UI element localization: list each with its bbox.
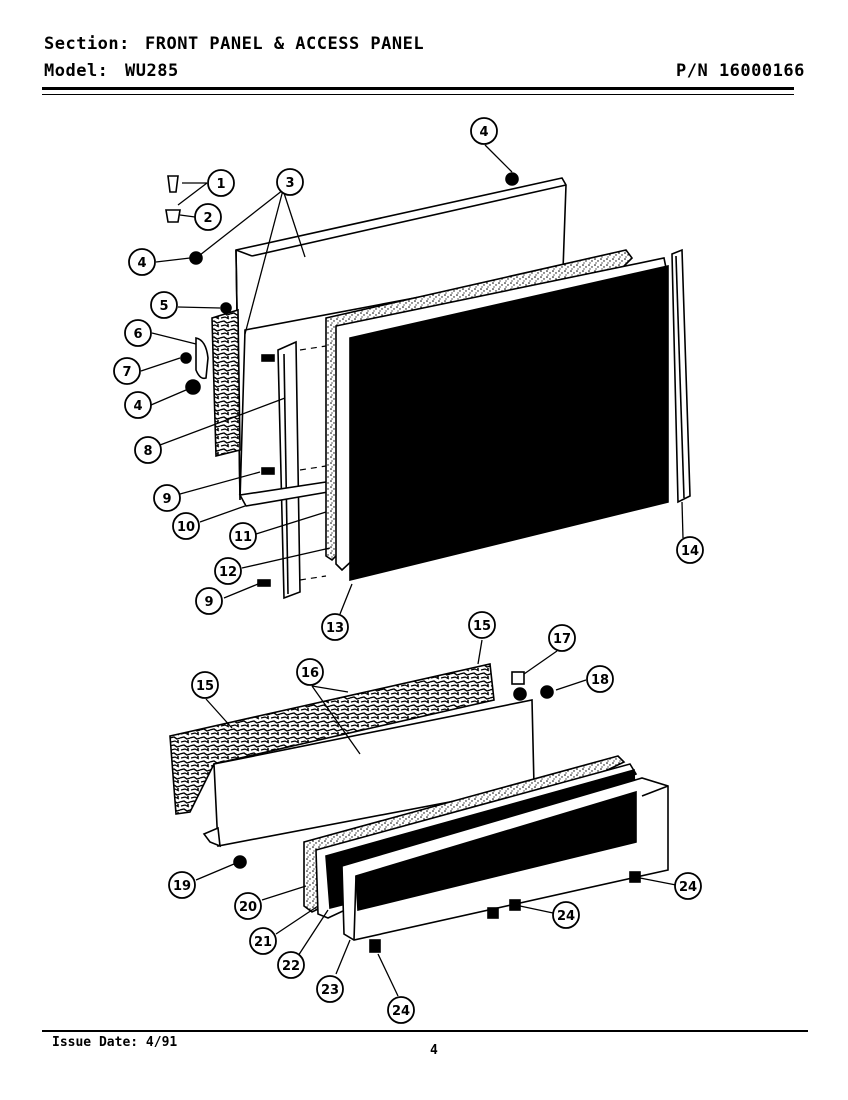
footer-rule xyxy=(42,1030,808,1032)
callout-4-left: 4 xyxy=(137,256,146,271)
callout-15-left: 15 xyxy=(196,679,214,694)
screws xyxy=(180,172,519,587)
side-insulation xyxy=(211,308,241,458)
callout-19: 19 xyxy=(173,879,191,894)
callout-2: 2 xyxy=(203,211,212,226)
issue-date: Issue Date: 4/91 xyxy=(52,1035,178,1050)
callout-4-lower: 4 xyxy=(133,399,142,414)
callout-16: 16 xyxy=(301,666,319,681)
access-screws xyxy=(233,685,641,953)
screw-1 xyxy=(167,175,179,193)
callout-24-right: 24 xyxy=(679,880,697,895)
callout-8: 8 xyxy=(143,444,152,459)
header-rule-thin xyxy=(42,94,794,95)
callout-15-right: 15 xyxy=(473,619,491,634)
callout-3: 3 xyxy=(285,176,294,191)
nut-2 xyxy=(165,209,181,223)
section-label: Section: xyxy=(44,34,130,54)
callout-18: 18 xyxy=(591,673,609,688)
model-label: Model: xyxy=(44,61,109,81)
callout-21: 21 xyxy=(254,935,272,950)
vertical-trim-strip xyxy=(277,340,301,600)
part-number: P/N 16000166 xyxy=(676,61,805,81)
callout-22: 22 xyxy=(282,959,300,974)
callout-24-middle: 24 xyxy=(557,909,575,924)
section-title: FRONT PANEL & ACCESS PANEL xyxy=(145,34,425,54)
callout-23: 23 xyxy=(321,983,339,998)
callout-9-upper: 9 xyxy=(162,492,171,507)
callout-13: 13 xyxy=(326,621,344,636)
callout-10: 10 xyxy=(177,520,195,535)
bracket xyxy=(195,337,209,380)
callout-14: 14 xyxy=(681,544,699,559)
callout-12: 12 xyxy=(219,565,237,580)
callout-6: 6 xyxy=(133,327,142,342)
front-panel-black xyxy=(349,264,669,582)
clip-17 xyxy=(511,671,525,685)
model-value: WU285 xyxy=(125,61,179,81)
callout-1: 1 xyxy=(216,177,225,192)
header-rule-thick xyxy=(42,87,794,90)
callout-17: 17 xyxy=(553,632,571,647)
page-number: 4 xyxy=(430,1043,438,1058)
callout-20: 20 xyxy=(239,900,257,915)
callout-9-lower: 9 xyxy=(204,595,213,610)
side-trim xyxy=(671,248,691,504)
callout-4-top: 4 xyxy=(479,125,488,140)
access-bracket xyxy=(202,826,221,848)
callout-5: 5 xyxy=(159,299,168,314)
callout-24-bottom: 24 xyxy=(392,1004,410,1019)
kick-plate-window xyxy=(355,790,637,912)
callout-11: 11 xyxy=(234,530,252,545)
callout-7: 7 xyxy=(122,365,131,380)
